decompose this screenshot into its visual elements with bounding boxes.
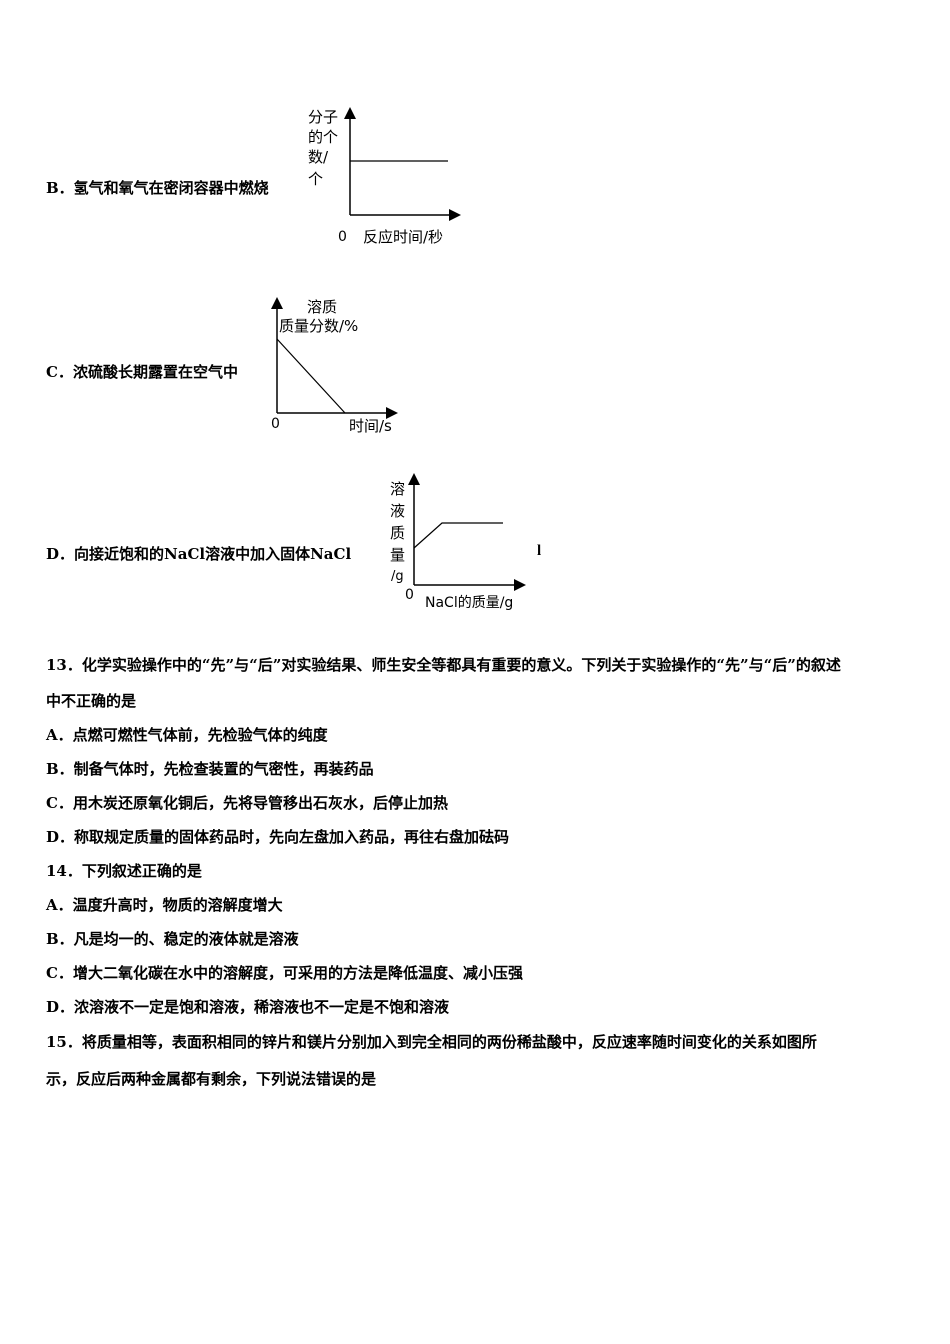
graph-c-curve bbox=[276, 338, 346, 414]
q14-stem: 14．下列叙述正确的是 bbox=[46, 862, 202, 880]
q13-option-a: A．点燃可燃性气体前，先检验气体的纯度 bbox=[46, 726, 328, 744]
q13-option-d: D．称取规定质量的固体药品时，先向左盘加入药品，再往右盘加砝码 bbox=[46, 828, 510, 846]
graph-b-xlabel: 反应时间/秒 bbox=[363, 228, 443, 246]
option-d-text: D．向接近饱和的NaCl溶液中加入固体NaCl bbox=[46, 545, 352, 563]
q13-option-c: C．用木炭还原氧化铜后，先将导管移出石灰水，后停止加热 bbox=[46, 794, 448, 812]
graph-d-ylabel-3: 质 bbox=[390, 524, 405, 542]
graph-c: 溶质 质量分数/% 0 时间/s bbox=[271, 297, 398, 435]
q14-option-d: D．浓溶液不一定是饱和溶液，稀溶液也不一定是不饱和溶液 bbox=[46, 998, 450, 1016]
graph-b-origin: 0 bbox=[338, 229, 347, 245]
q13-stem-line1: 13．化学实验操作中的“先”与“后”对实验结果、师生安全等都具有重要的意义。下列… bbox=[46, 656, 841, 674]
graph-b-ylabel-2: 的个 bbox=[308, 128, 338, 146]
graph-d-ylabel-1: 溶 bbox=[390, 480, 405, 498]
graph-d-curve bbox=[413, 522, 503, 549]
q13-stem-line2: 中不正确的是 bbox=[46, 692, 137, 710]
graph-c-origin: 0 bbox=[271, 416, 280, 432]
graph-c-xlabel: 时间/s bbox=[349, 417, 392, 435]
graph-b: 分子 的个 数/ 个 0 反应时间/秒 bbox=[308, 107, 461, 246]
graph-b-ylabel-4: 个 bbox=[308, 170, 323, 188]
graph-d-ylabel-5: /g bbox=[391, 569, 404, 584]
graph-c-ylabel-1: 溶质 bbox=[307, 298, 337, 316]
q15-stem-line1: 15．将质量相等，表面积相同的锌片和镁片分别加入到完全相同的两份稀盐酸中，反应速… bbox=[46, 1033, 817, 1051]
q14-option-b: B．凡是均一的、稳定的液体就是溶液 bbox=[46, 930, 299, 948]
graph-d-xlabel: NaCl的质量/g bbox=[425, 595, 513, 611]
q14-option-a: A．温度升高时，物质的溶解度增大 bbox=[46, 896, 283, 914]
q14-option-c: C．增大二氧化碳在水中的溶解度，可采用的方法是降低温度、减小压强 bbox=[46, 964, 523, 982]
option-c-text: C．浓硫酸长期露置在空气中 bbox=[46, 363, 238, 381]
graph-d-ylabel-4: 量 bbox=[390, 546, 405, 564]
q15-stem-line2: 示，反应后两种金属都有剩余，下列说法错误的是 bbox=[46, 1070, 377, 1088]
q13-option-b: B．制备气体时，先检查装置的气密性，再装药品 bbox=[46, 760, 374, 778]
option-b-text: B．氢气和氧气在密闭容器中燃烧 bbox=[46, 179, 269, 197]
graph-b-ylabel-3: 数/ bbox=[308, 148, 329, 166]
graph-c-ylabel-2: 质量分数/% bbox=[279, 317, 358, 335]
graph-b-ylabel-1: 分子 bbox=[308, 108, 338, 126]
option-d-tail: l bbox=[537, 543, 542, 559]
graph-d: 溶 液 质 量 /g 0 NaCl的质量/g bbox=[390, 473, 526, 611]
graph-d-origin: 0 bbox=[405, 587, 414, 603]
graph-d-ylabel-2: 液 bbox=[390, 502, 405, 520]
